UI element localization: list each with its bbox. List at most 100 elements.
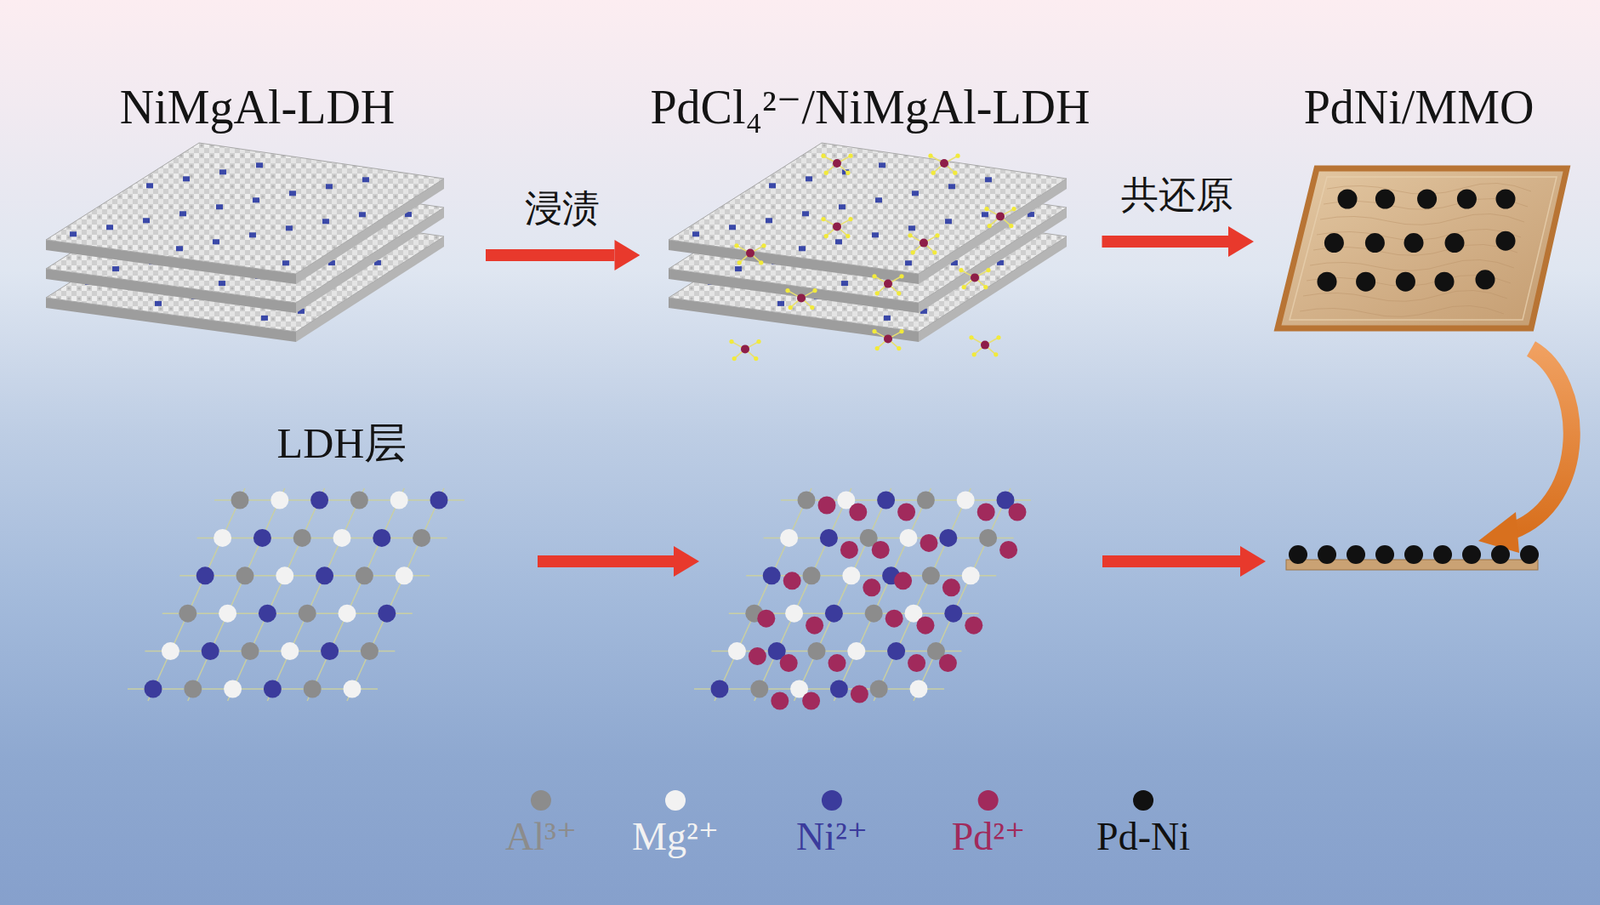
legend-swatch <box>978 790 999 811</box>
arrow-shaft <box>537 555 676 568</box>
ni-site <box>805 176 813 182</box>
cation-site <box>320 642 339 661</box>
cl-atom <box>848 153 853 159</box>
cl-atom <box>820 216 826 222</box>
cl-atom <box>1011 206 1016 211</box>
pdni-particle <box>1365 233 1385 253</box>
lattice-line <box>714 488 812 701</box>
pdcl4-ion <box>820 216 853 239</box>
cl-atom <box>812 288 817 293</box>
cation-site <box>825 604 843 623</box>
cation-site <box>728 642 746 661</box>
stage-panel: NiMgAl-LDH <box>34 81 481 348</box>
cl-atom <box>911 250 916 255</box>
pdni-particle <box>1462 545 1481 564</box>
cation-site <box>899 529 918 547</box>
pd-atom <box>740 344 750 354</box>
pdcl4-ion <box>871 273 904 296</box>
pd-site <box>893 571 912 590</box>
cation-site <box>298 604 317 623</box>
ni-site <box>216 204 223 210</box>
process-arrow <box>1102 235 1230 248</box>
layer-face <box>668 142 1067 274</box>
cation-site <box>293 529 312 547</box>
cation-site <box>939 529 957 547</box>
legend-entry: Al³⁺ <box>505 790 577 860</box>
cation-site <box>870 680 889 699</box>
pdni-particle <box>1324 233 1344 253</box>
cl-atom <box>972 352 977 357</box>
pd-atom <box>832 222 842 231</box>
pdni-particle <box>1433 545 1452 564</box>
ni-site <box>838 204 846 210</box>
lattice-line <box>179 575 430 577</box>
lattice-line <box>307 488 405 701</box>
pdcl4-ion <box>820 153 853 176</box>
stage-panel: PdCl₄²⁻/NiMgAl-LDH <box>643 81 1097 371</box>
ni-site <box>362 176 370 183</box>
ni-site <box>883 315 891 321</box>
pd-site <box>818 496 837 515</box>
cl-atom <box>737 260 742 265</box>
legend-swatch <box>821 790 843 811</box>
cl-atom <box>928 153 933 159</box>
cation-site <box>780 529 798 547</box>
surface-texture <box>1309 259 1515 271</box>
layer-panel: LDH层 <box>270 420 415 472</box>
cation-site <box>797 491 816 510</box>
cl-atom <box>728 339 734 344</box>
arrow-head <box>673 546 700 577</box>
pd-site <box>999 540 1018 559</box>
cl-atom <box>871 273 877 279</box>
ni-site <box>142 217 150 223</box>
pd-atom <box>883 279 893 289</box>
ni-site <box>908 225 916 231</box>
cation-site <box>218 604 237 623</box>
lattice-line <box>187 488 285 701</box>
cation-site <box>842 566 860 585</box>
lattice-line <box>347 488 445 701</box>
ni-site <box>322 218 330 224</box>
pdcl4-ion <box>958 267 991 290</box>
lattice-line <box>745 575 997 577</box>
ni-site <box>212 239 220 245</box>
cation-site <box>876 491 895 510</box>
ni-site <box>325 183 333 189</box>
cation-site <box>865 604 883 623</box>
cl-atom <box>761 243 766 248</box>
cation-site <box>253 529 272 547</box>
stage-title: LDH层 <box>277 420 408 467</box>
lattice-line <box>227 488 325 701</box>
lattice-line <box>794 488 892 701</box>
step-arrow <box>537 546 700 577</box>
layer-face <box>45 142 445 274</box>
cation-site <box>144 680 163 699</box>
cation-site <box>808 642 826 661</box>
cl-atom <box>934 233 940 238</box>
ni-site <box>289 190 297 196</box>
ni-site <box>282 260 290 266</box>
pd-site <box>871 540 890 559</box>
pd-atom <box>980 341 990 350</box>
cation-site <box>360 642 379 661</box>
cl-atom <box>931 170 936 176</box>
legend-label: Ni²⁺ <box>796 815 868 860</box>
cation-site <box>263 680 282 699</box>
pdni-particle <box>1457 189 1477 210</box>
cl-atom <box>896 346 901 351</box>
pd-site <box>942 578 961 597</box>
ni-site <box>176 245 183 251</box>
pdcl4-ion <box>928 153 960 176</box>
cation-site <box>213 529 232 547</box>
cation-site <box>750 680 769 699</box>
pd-site <box>939 654 957 672</box>
cation-site <box>962 566 980 585</box>
lattice-line <box>148 488 245 701</box>
ni-site <box>146 182 154 188</box>
process-arrow <box>485 249 615 262</box>
ni-site <box>905 260 912 266</box>
pdcl4-ion <box>968 335 1001 357</box>
